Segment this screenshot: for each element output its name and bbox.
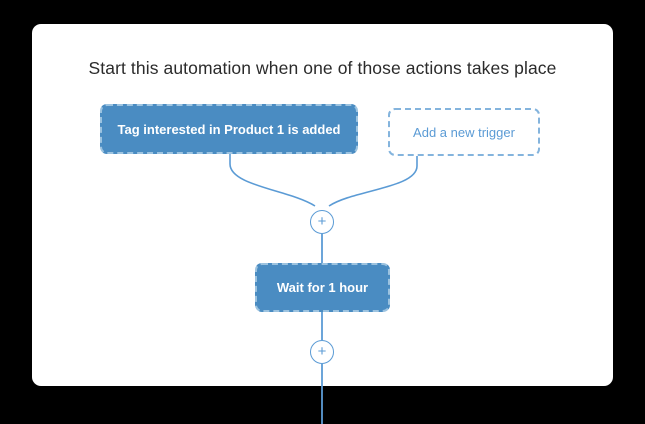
add-step-button-top[interactable]: + [310,210,334,234]
plus-icon: + [317,343,327,360]
automation-builder-card: Start this automation when one of those … [32,24,613,386]
plus-icon: + [317,213,327,230]
add-step-button-bottom[interactable]: + [310,340,334,364]
add-new-trigger-button[interactable]: Add a new trigger [388,108,540,156]
add-new-trigger-label: Add a new trigger [413,124,515,140]
action-node-wait[interactable]: Wait for 1 hour [255,263,390,312]
action-node-label: Wait for 1 hour [276,280,369,295]
trigger-node-tag-added[interactable]: Tag interested in Product 1 is added [100,104,358,154]
page-title: Start this automation when one of those … [88,58,557,78]
trigger-node-label: Tag interested in Product 1 is added [117,121,341,137]
